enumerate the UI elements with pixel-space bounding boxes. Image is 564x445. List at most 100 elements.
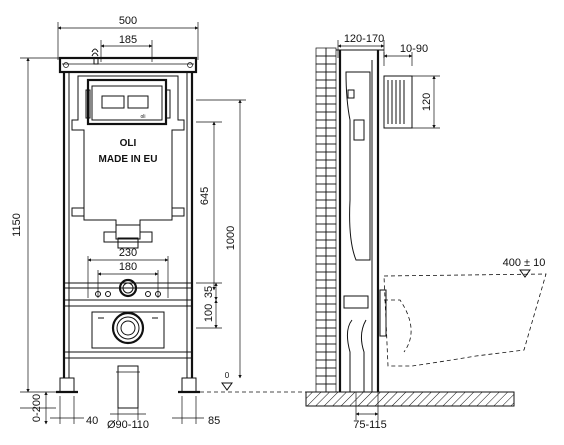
- dim-mount-label: 1000: [225, 226, 237, 250]
- brand-logo: OLI: [120, 138, 137, 149]
- wall-tile: [315, 311, 327, 321]
- width-dimension: 500: [57, 15, 199, 60]
- wall-tile: [315, 247, 327, 257]
- dim-bolt-inner-label: 180: [119, 261, 137, 273]
- wall-tile: [315, 63, 327, 73]
- wall-tile: [325, 159, 337, 169]
- wall-tile: [325, 167, 337, 177]
- wall-tile: [315, 343, 327, 353]
- dim-upper-label: 35: [203, 286, 215, 298]
- wall-tile: [325, 295, 337, 305]
- made-in-label: MADE IN EU: [99, 154, 158, 165]
- side-view: 120-170 10-90 120 400 ± 10: [305, 33, 547, 431]
- wall-tile: [325, 359, 337, 369]
- wall-tile: [325, 191, 337, 201]
- floor-slab: [305, 391, 515, 407]
- wall-tile: [325, 79, 337, 89]
- floor-level: 0: [200, 371, 310, 393]
- wall-tile: [325, 127, 337, 137]
- wall-tile: [315, 255, 327, 265]
- wall-tile: [315, 327, 327, 337]
- wall-tile: [315, 279, 327, 289]
- dim-width-label: 500: [119, 15, 137, 27]
- wall-tile: [325, 303, 337, 313]
- wall-tile: [315, 87, 327, 97]
- wall-tile: [325, 367, 337, 377]
- bolt-outer-dimension: 230: [87, 247, 169, 262]
- wall-tile: [325, 175, 337, 185]
- bolt-inner-dimension: 180: [97, 261, 159, 276]
- wall-tile: [315, 319, 327, 329]
- height-dimension: 1150: [11, 57, 64, 393]
- inlet-pipe: [383, 75, 413, 129]
- frame: [56, 56, 200, 394]
- upper-dimension: 35: [196, 282, 222, 301]
- wall-tile: [315, 263, 327, 273]
- wall-tile: [315, 223, 327, 233]
- dim-floor-label: 0-200: [31, 394, 43, 422]
- dim-foot-right-label: 85: [208, 415, 220, 427]
- wall-tile: [315, 151, 327, 161]
- wall-tile: [325, 95, 337, 105]
- flush-button-left: [101, 95, 125, 109]
- wall-tile: [315, 143, 327, 153]
- wall-tile: [325, 351, 337, 361]
- frame-profile: [336, 49, 384, 392]
- wall-tile: [325, 375, 337, 385]
- floor-dimension: 0-200: [20, 391, 56, 425]
- mount-dimension: 100 0: [196, 99, 246, 379]
- dim-button-label: 645: [199, 187, 211, 205]
- wall-tile: [315, 207, 327, 217]
- wall-tile: [325, 183, 337, 193]
- wall-tile: [325, 247, 337, 257]
- wall-tile: [315, 199, 327, 209]
- wall-tile: [315, 359, 327, 369]
- toilet-bowl: 400 ± 10: [379, 257, 547, 367]
- wall-tile: [325, 207, 337, 217]
- depth-dimension: 120-170: [337, 33, 385, 58]
- dim-foot-left-label: 40: [86, 415, 98, 427]
- wall-tile: [315, 295, 327, 305]
- wall-tile: [325, 63, 337, 73]
- wall-tile: [315, 167, 327, 177]
- wall-tile: [325, 223, 337, 233]
- tile-wall: [315, 47, 337, 393]
- drain-outlet: [91, 311, 165, 409]
- wall-tile: [325, 151, 337, 161]
- wall-tile: [315, 159, 327, 169]
- wall-tile: [325, 279, 337, 289]
- button-mark: oli: [140, 114, 145, 120]
- wall-tile: [325, 199, 337, 209]
- wall-tile: [325, 287, 337, 297]
- wall-tile: [315, 95, 327, 105]
- wall-tile: [315, 111, 327, 121]
- button-height-dimension: 645: [196, 121, 222, 291]
- dim-pipe-label: Ø90-110: [107, 419, 149, 431]
- wall-dimension: 10-90: [383, 43, 428, 66]
- wall-tile: [315, 351, 327, 361]
- wall-tile: [315, 335, 327, 345]
- wall-tile: [315, 175, 327, 185]
- wall-tile: [315, 271, 327, 281]
- wall-tile: [325, 111, 337, 121]
- foot-left-dimension: 40: [50, 396, 98, 427]
- top-fitting: [91, 48, 99, 65]
- wall-tile: [315, 79, 327, 89]
- wall-tile: [315, 183, 327, 193]
- wall-tile: [325, 71, 337, 81]
- wall-tile: [325, 47, 337, 57]
- inlet-dimension: 120: [412, 75, 440, 129]
- wall-tile: [315, 375, 327, 385]
- floor-zero-label: 0: [225, 371, 230, 380]
- dim-wall-label: 10-90: [400, 43, 428, 55]
- dim-inlet-label: 120: [421, 93, 433, 111]
- wall-tile: [315, 127, 327, 137]
- drain-dimension: 100: [196, 299, 222, 329]
- wall-tile: [315, 367, 327, 377]
- wall-tile: [315, 383, 327, 393]
- wall-tile: [315, 103, 327, 113]
- dim-bowl-label: 400 ± 10: [503, 257, 546, 269]
- wall-tile: [315, 119, 327, 129]
- wall-tile: [325, 319, 337, 329]
